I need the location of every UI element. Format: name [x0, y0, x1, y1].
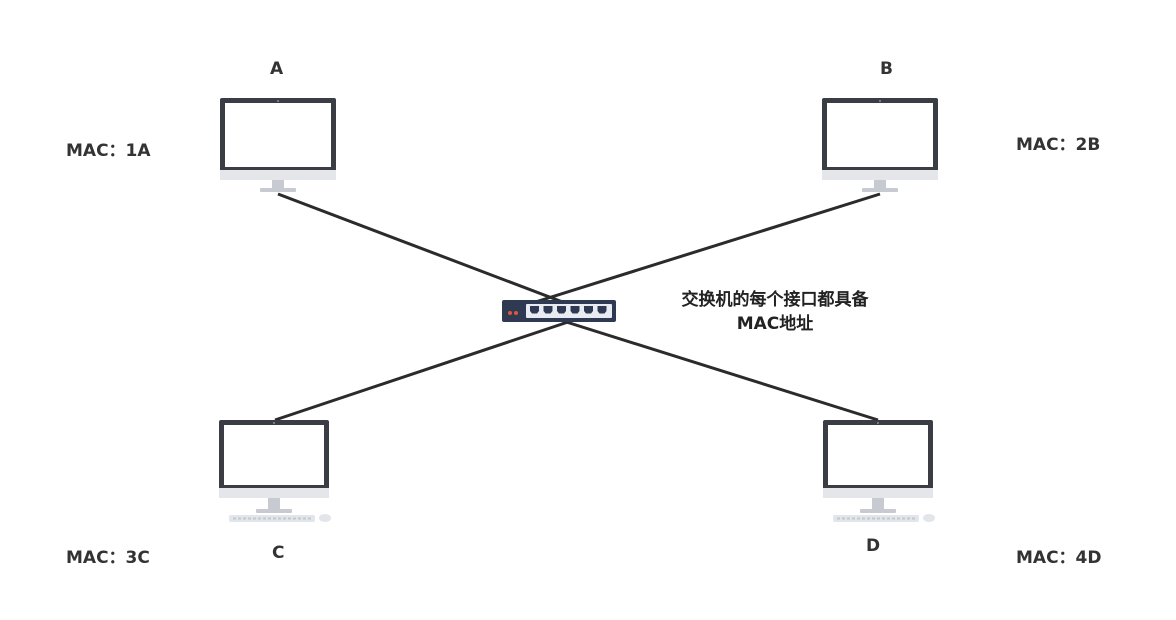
monitor-screen [224, 425, 324, 485]
monitor-neck [874, 180, 886, 188]
computer-b [822, 98, 938, 192]
switch-port [543, 306, 553, 314]
monitor-neck [272, 180, 284, 188]
monitor-screen [225, 103, 331, 167]
switch-port [597, 306, 607, 314]
computer-label-a: A [270, 59, 284, 79]
computer-c [219, 420, 331, 522]
switch-port [557, 306, 566, 314]
monitor-base [256, 509, 292, 513]
computer-a [220, 98, 336, 192]
monitor-screen [828, 425, 928, 485]
switch-led [514, 311, 518, 315]
cable-d-to-switch [559, 318, 879, 422]
computer-label-b: B [880, 59, 893, 79]
monitor-chin [219, 488, 329, 498]
monitor-chin [822, 170, 938, 180]
computer-label-c: C [272, 543, 285, 563]
mouse [319, 514, 331, 522]
cable-c-to-switch [274, 316, 581, 422]
switch-port [530, 306, 539, 314]
cable-b-to-switch [509, 192, 881, 312]
network-switch [502, 300, 616, 322]
monitor-base [860, 509, 896, 513]
keyboard [833, 515, 919, 522]
mac-label-b: MAC：2B [1016, 135, 1101, 155]
camera-dot [879, 100, 881, 102]
monitor-neck [268, 498, 280, 509]
switch-note-line1: 交换机的每个接口都具备 [681, 290, 869, 310]
monitor-screen [827, 103, 933, 167]
switch-note: 交换机的每个接口都具备 MAC地址 [645, 288, 905, 336]
switch-led [508, 311, 512, 315]
cable-a-to-switch [277, 192, 611, 322]
camera-dot [877, 422, 879, 424]
camera-dot [273, 422, 275, 424]
monitor-base [862, 188, 898, 192]
monitor-chin [823, 488, 933, 498]
mac-label-d: MAC：4D [1016, 548, 1102, 568]
computer-label-d: D [866, 536, 881, 556]
camera-dot [277, 100, 279, 102]
switch-ports [530, 306, 607, 314]
monitor-base [260, 188, 296, 192]
computer-d [823, 420, 935, 522]
keyboard [229, 515, 315, 522]
switch-port [570, 306, 580, 314]
switch-note-line2: MAC地址 [736, 314, 814, 334]
mouse [923, 514, 935, 522]
switch-port [584, 306, 593, 314]
mac-label-a: MAC：1A [66, 141, 151, 161]
monitor-neck [872, 498, 884, 509]
monitor-chin [220, 170, 336, 180]
mac-label-c: MAC：3C [66, 548, 150, 568]
